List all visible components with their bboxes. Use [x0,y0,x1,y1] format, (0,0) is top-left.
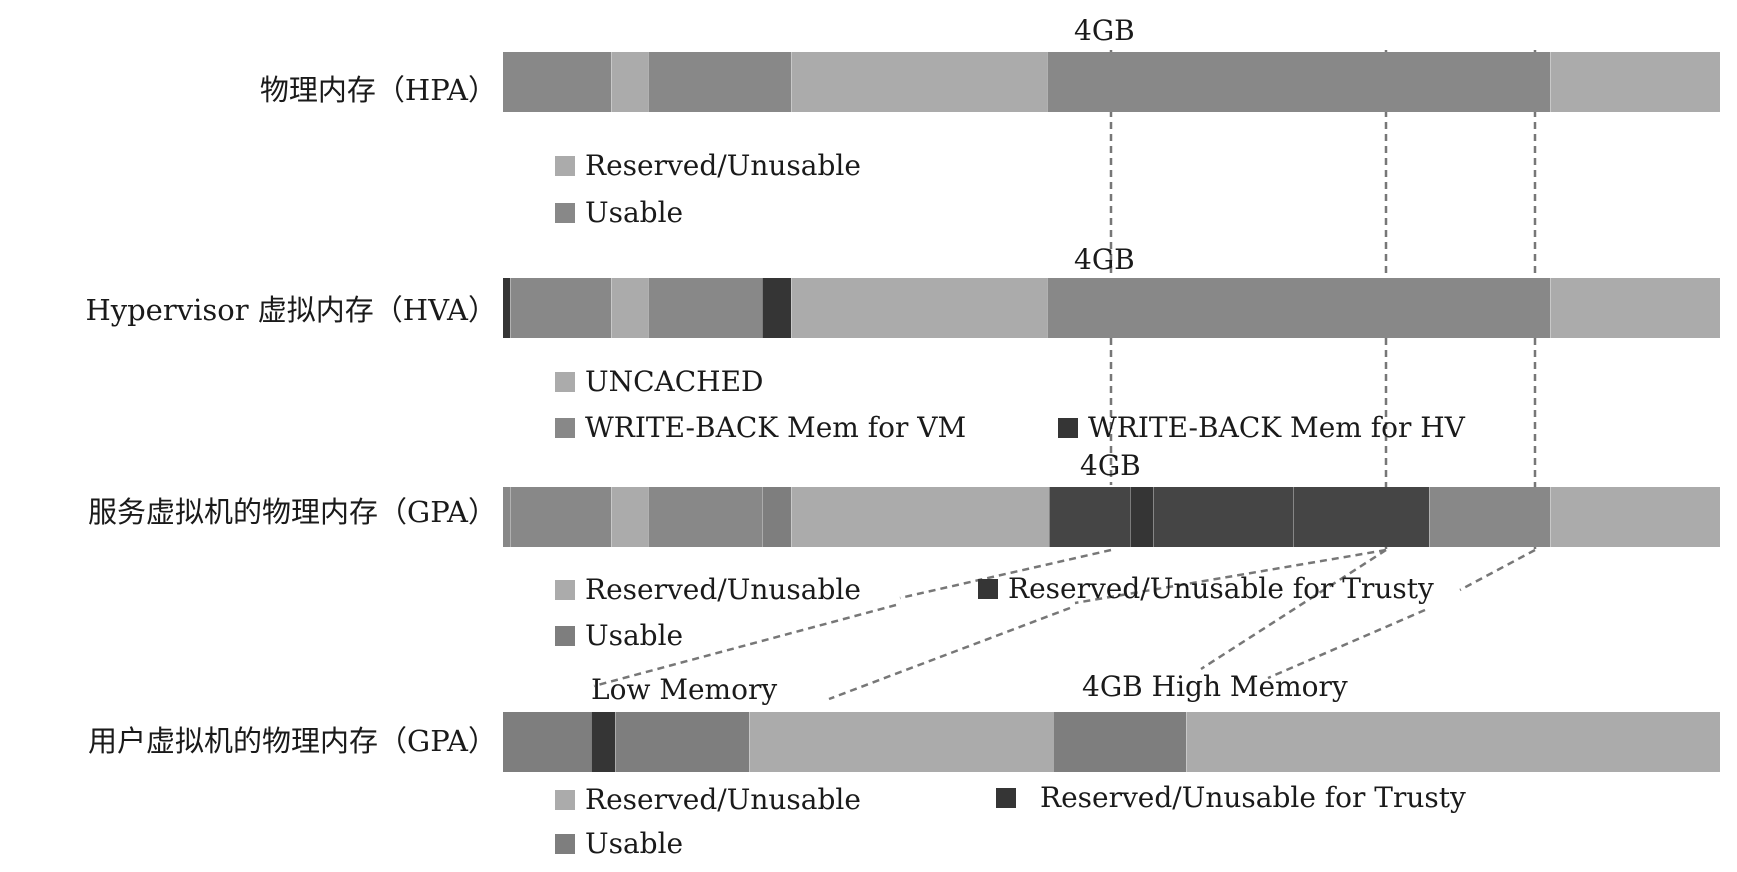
segment-dark [1129,487,1153,547]
marker-4gb-high-memory: 4GB High Memory [1082,670,1348,703]
segment-reserved [791,278,1047,338]
legend-item-trusty: Reserved/Unusable for Trusty [996,784,1466,812]
marker-4gb-hpa: 4GB [1074,14,1135,47]
segment-reserved [611,52,648,112]
segment-dark-trusty [1049,487,1130,547]
legend-swatch-reserved [555,580,575,600]
segment-usable-mid [1053,712,1186,772]
legend-label: Reserved/Unusable for Trusty [1008,572,1434,605]
segment-dark [503,278,511,338]
row-label-service-vm-gpa: 服务虚拟机的物理内存（GPA） [88,495,497,529]
legend-swatch-reserved [555,156,575,176]
legend-label: WRITE-BACK Mem for HV [1088,411,1465,444]
legend-label: Reserved/Unusable [585,573,861,606]
legend-item-writeback-hv: WRITE-BACK Mem for HV [1058,414,1465,442]
row-label-hpa: 物理内存（HPA） [259,73,497,107]
row-label-hva: Hypervisor 虚拟内存（HVA） [85,293,497,327]
legend-swatch-usable [555,834,575,854]
legend-label: UNCACHED [585,365,764,398]
legend-swatch-trusty [996,788,1016,808]
mapping-line-low-c [1074,548,1387,605]
marker-4gb-service-vm: 4GB [1080,449,1141,482]
segment-dark [762,278,792,338]
legend-item-usable: Usable [555,830,683,858]
row-label-user-vm-gpa: 用户虚拟机的物理内存（GPA） [88,724,497,758]
memory-bar-hpa [503,52,1720,112]
legend-swatch-usable [555,626,575,646]
legend-label: Reserved/Unusable [585,149,861,182]
legend-item-reserved: Reserved/Unusable [555,152,861,180]
segment-usable-mid [614,712,749,772]
legend-item-usable: Usable [555,199,683,227]
legend-item-uncached: UNCACHED [555,368,763,396]
segment-usable [647,52,792,112]
segment-usable [510,278,612,338]
legend-swatch-reserved [555,790,575,810]
segment-usable [1046,278,1550,338]
memory-bar-hva [503,278,1720,338]
memory-bar-service-vm [503,487,1720,547]
segment-reserved [1549,278,1720,338]
segment-usable [503,487,511,547]
segment-reserved [1185,712,1720,772]
segment-usable [1429,487,1550,547]
legend-swatch-uncached [555,372,575,392]
legend-item-writeback-vm: WRITE-BACK Mem for VM [555,414,966,442]
segment-dark [590,712,615,772]
segment-dark-trusty [1292,487,1430,547]
segment-usable [1046,52,1550,112]
segment-usable [503,52,612,112]
segment-reserved [791,487,1050,547]
legend-item-trusty: Reserved/Unusable for Trusty [978,575,1434,603]
legend-swatch-writeback-hv [1058,418,1078,438]
legend-label: Usable [585,827,684,860]
legend-item-reserved: Reserved/Unusable [555,786,861,814]
legend-label: Usable [585,619,684,652]
segment-usable-mid [503,712,591,772]
segment-dark-trusty [1152,487,1293,547]
legend-swatch-usable [555,203,575,223]
segment-reserved [611,487,648,547]
legend-swatch-writeback-vm [555,418,575,438]
segment-usable [510,487,612,547]
mapping-line-high-b [1459,548,1536,592]
legend-swatch-trusty [978,579,998,599]
segment-usable [647,487,763,547]
legend-label: Reserved/Unusable [585,783,861,816]
segment-reserved [611,278,648,338]
legend-label: Reserved/Unusable for Trusty [1040,781,1466,814]
segment-reserved [791,52,1047,112]
mapping-line-low-d [828,606,1071,701]
segment-usable-mid [762,487,792,547]
segment-reserved [748,712,1054,772]
marker-4gb-hva: 4GB [1074,243,1135,276]
mapping-line-low-a [899,548,1112,600]
segment-usable [647,278,763,338]
mapping-line-high-a [1200,548,1387,671]
memory-bar-user-vm [503,712,1720,772]
marker-low-memory: Low Memory [591,673,778,706]
segment-reserved [1549,52,1720,112]
mapping-line-low-b [593,603,897,688]
legend-label: Usable [585,196,684,229]
legend-label: WRITE-BACK Mem for VM [585,411,967,444]
legend-item-usable: Usable [555,622,683,650]
legend-item-reserved: Reserved/Unusable [555,576,861,604]
segment-reserved [1549,487,1720,547]
mapping-line-high-c [1267,608,1426,680]
